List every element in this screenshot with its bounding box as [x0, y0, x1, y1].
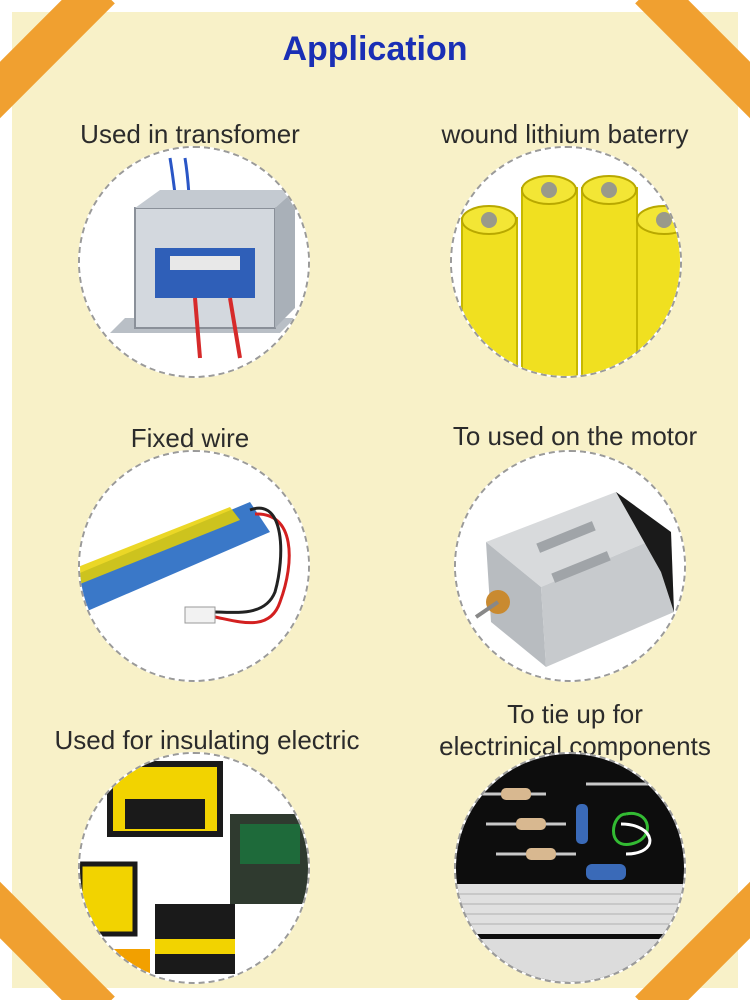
label-tie-up-line1: To tie up for: [507, 699, 643, 729]
lithium-battery-icon: [452, 148, 680, 376]
page-title: Application: [282, 30, 468, 68]
transformer-icon: [80, 148, 308, 376]
label-transformer: Used in transfomer: [80, 119, 300, 149]
image-circuit-board: [454, 752, 686, 984]
image-transformer: [78, 146, 310, 378]
fixed-wire-battery-icon: [80, 452, 308, 680]
label-lithium-battery: wound lithium baterry: [441, 119, 689, 149]
image-lithium-battery: [450, 146, 682, 378]
label-fixed-wire: Fixed wire: [130, 423, 250, 453]
image-motor: [454, 450, 686, 682]
electric-transformer-coils-icon: [80, 754, 308, 982]
image-insulating: [78, 752, 310, 984]
label-motor: To used on the motor: [452, 421, 698, 451]
circuit-board-icon: [456, 754, 684, 982]
dc-motor-icon: [456, 452, 684, 680]
image-fixed-wire: [78, 450, 310, 682]
label-insulating: Used for insulating electric: [54, 725, 360, 755]
